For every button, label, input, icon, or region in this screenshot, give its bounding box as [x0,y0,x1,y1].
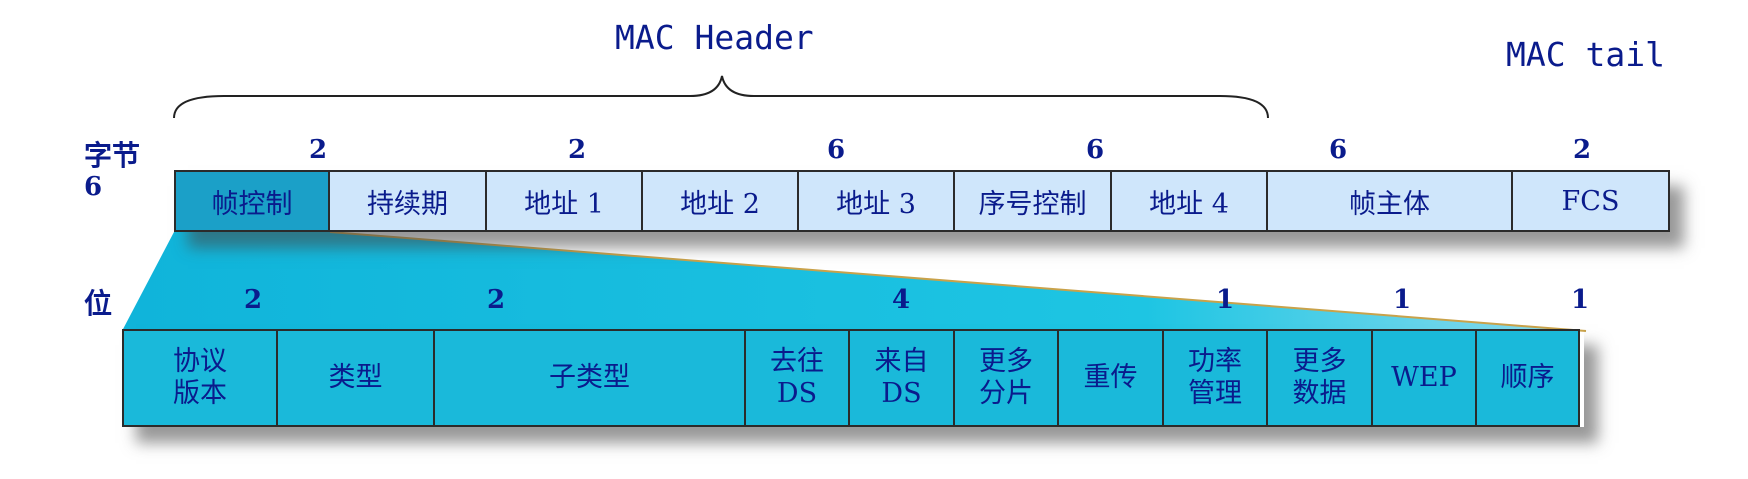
zoom-wedge-edge [329,231,1587,332]
frame-field-duration: 持续期 [330,170,487,232]
mac-frame-row: 帧控制 持续期 地址 1 地址 2 地址 3 序号控制 地址 4 帧主体 FCS [174,170,1670,232]
frame-field-address-4: 地址 4 [1112,170,1268,232]
control-field-subtype: 子类型 [435,329,746,427]
frame-control-row: 协议 版本 类型 子类型 去往 DS 来自 DS 更多 分片 重传 功率 管理 … [122,329,1584,427]
frame-field-frame-body: 帧主体 [1268,170,1513,232]
control-field-from-ds: 来自 DS [850,329,955,427]
frame-size-label: 6 [1085,135,1105,165]
control-size-label: 1 [1215,285,1235,315]
zoom-wedge [122,232,1586,331]
frame-size-label: 6 [1328,135,1348,165]
frame-size-label: 2 [567,135,587,165]
control-size-label: 2 [486,285,506,315]
control-field-power-management: 功率 管理 [1164,329,1268,427]
frame-field-fcs: FCS [1513,170,1670,232]
bytes-row-label: 字节 [84,139,141,172]
frame-field-address-1: 地址 1 [487,170,643,232]
control-field-more-fragments: 更多 分片 [955,329,1059,427]
control-field-order: 顺序 [1477,329,1580,427]
bytes-row-extra: 6 [84,172,103,202]
control-size-label: 2 [243,285,263,315]
frame-field-frame-control: 帧控制 [174,170,330,232]
frame-size-label: 2 [1572,135,1592,165]
control-field-type: 类型 [278,329,435,427]
frame-field-address-3: 地址 3 [799,170,955,232]
control-field-wep: WEP [1373,329,1477,427]
frame-field-sequence-control: 序号控制 [955,170,1112,232]
frame-size-label: 2 [308,135,328,165]
mac-header-label: MAC Header [615,18,814,57]
control-size-label: 1 [1392,285,1412,315]
control-size-label: 4 [891,285,911,315]
mac-tail-label: MAC tail [1506,35,1665,74]
control-field-more-data: 更多 数据 [1268,329,1373,427]
control-size-label: 1 [1570,285,1590,315]
control-field-protocol-version: 协议 版本 [122,329,278,427]
frame-field-address-2: 地址 2 [643,170,799,232]
control-field-retry: 重传 [1059,329,1164,427]
frame-size-label: 6 [826,135,846,165]
bits-row-label: 位 [84,287,113,320]
mac-header-brace [173,75,1269,119]
control-field-to-ds: 去往 DS [746,329,850,427]
